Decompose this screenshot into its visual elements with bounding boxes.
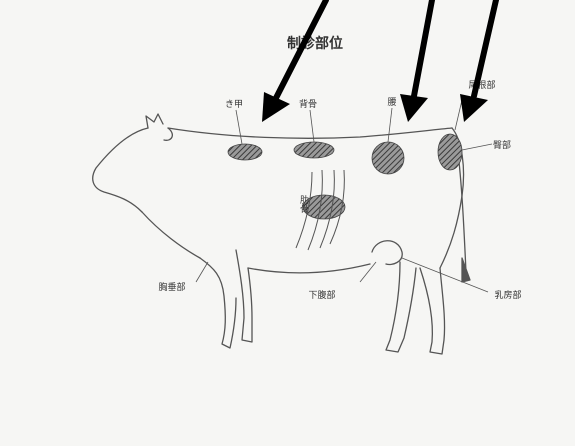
label-hip: 臀部	[493, 139, 511, 151]
site-ribs	[303, 195, 345, 219]
site-withers	[228, 144, 262, 160]
label-brisket: 胸垂部	[158, 281, 185, 293]
label-withers: き甲	[225, 99, 243, 110]
diagram-title: 制診部位	[287, 35, 343, 52]
site-hip	[438, 134, 462, 170]
site-back	[294, 142, 334, 158]
label-lower-abdomen: 下腹部	[308, 289, 335, 301]
label-loin: 腰	[387, 97, 396, 108]
label-udder: 乳房部	[494, 289, 521, 301]
site-loin	[372, 142, 404, 174]
label-back: 背骨	[299, 98, 317, 110]
